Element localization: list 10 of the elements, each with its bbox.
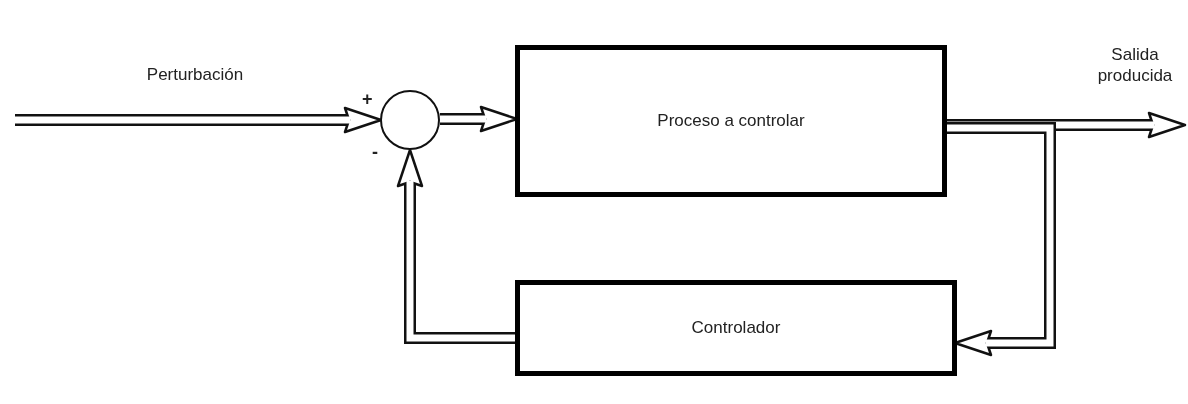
box-text: Controlador [691,318,781,338]
hollow-arrow [396,148,515,344]
process-box [515,280,957,376]
process-box [515,45,947,197]
hollow-arrow [947,122,1056,357]
hollow-arrow [947,111,1187,139]
box-text: Proceso a controlar [657,111,805,131]
summing-junction-circle [380,90,440,150]
sign-label: + [362,90,373,108]
sign-label: - [372,143,378,161]
